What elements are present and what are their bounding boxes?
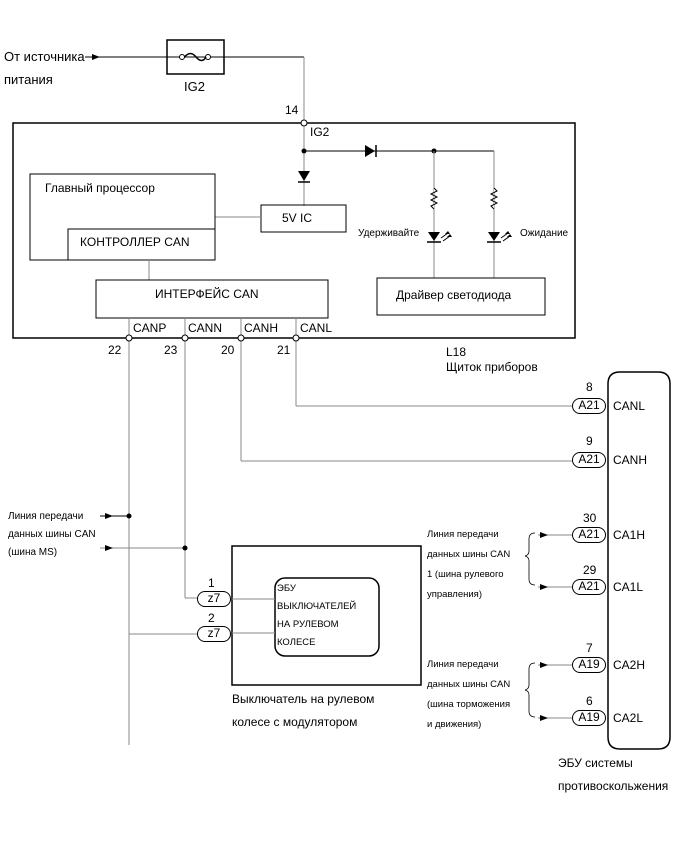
ms-bus-label-2: данных шины CAN: [8, 529, 96, 540]
arrow-icon: [540, 715, 548, 721]
pin-20: [237, 334, 245, 342]
steering-switch-box: [231, 545, 422, 686]
terminal-canp: CANP: [133, 321, 167, 335]
signal-ca1l: CA1L: [613, 580, 644, 594]
bus1-label-3: 1 (шина рулевого: [427, 569, 504, 580]
terminal-cann: CANN: [188, 321, 223, 335]
diode-icon: [365, 145, 375, 157]
can-interface-label: ИНТЕРФЕЙС CAN: [155, 287, 259, 301]
bus2-label-1: Линия передачи: [427, 659, 499, 670]
signal-ca1h: CA1H: [613, 528, 646, 542]
signal-canl: CANL: [613, 399, 646, 413]
bus2-label-4: и движения): [427, 719, 482, 730]
steering-switch-name-2: колесе с модулятором: [232, 715, 358, 729]
signal-ca2l: CA2L: [613, 711, 644, 725]
terminal-canh: CANH: [244, 321, 279, 335]
pin-number-14: 14: [285, 103, 299, 117]
arrow-icon: [105, 545, 113, 551]
arrow-icon: [540, 584, 548, 590]
bus1-label-1: Линия передачи: [427, 529, 499, 540]
pin-22-label: 22: [108, 343, 122, 357]
pin-14: [300, 119, 308, 127]
can-controller-box: [67, 228, 216, 261]
5v-ic-label: 5V IC: [282, 211, 313, 225]
connector-a19-7: A19: [572, 657, 606, 673]
pin-23: [181, 334, 189, 342]
bus2-label-3: (шина торможения: [427, 699, 511, 710]
connector-a21-29: A21: [572, 579, 606, 595]
ms-bus-label-1: Линия передачи: [8, 511, 84, 522]
connector-z7-2: z7: [197, 626, 231, 642]
pin-30-label: 30: [583, 511, 597, 525]
pin-29-label: 29: [583, 563, 597, 577]
skid-control-ecu-box: [607, 371, 671, 750]
connector-a19-6: A19: [572, 710, 606, 726]
led-driver-label: Драйвер светодиода: [396, 288, 512, 302]
z7-pin-2: 2: [208, 611, 215, 625]
arrow-icon: [540, 662, 548, 668]
resistor-icon: [429, 187, 439, 210]
pin-8-label: 8: [586, 380, 593, 394]
z7-pin-1: 1: [208, 576, 215, 590]
bus2-label-2: данных шины CAN: [427, 679, 511, 690]
steering-ecu-label-3: НА РУЛЕВОМ: [277, 619, 339, 630]
combination-meter-box: [12, 122, 576, 339]
skid-ecu-name-1: ЭБУ системы: [558, 756, 633, 770]
pin-21-label: 21: [277, 343, 291, 357]
bus1-label-4: управления): [427, 589, 482, 600]
signal-canh: CANH: [613, 453, 648, 467]
pin-9-label: 9: [586, 434, 593, 448]
fuse-icon: [183, 52, 207, 62]
pin-22: [125, 334, 133, 342]
connector-z7-1: z7: [197, 591, 231, 607]
led-icon: [488, 232, 500, 241]
connector-a21-30: A21: [572, 527, 606, 543]
diode-icon: [298, 171, 310, 181]
steering-switch-name-1: Выключатель на рулевом: [232, 692, 375, 706]
steering-ecu-label-2: ВЫКЛЮЧАТЕЛЕЙ: [277, 601, 357, 612]
arrow-icon: [92, 54, 100, 60]
ms-bus-label-3: (шина MS): [8, 547, 58, 558]
pin-21: [292, 334, 300, 342]
arrow-icon: [540, 532, 548, 538]
pin-23-label: 23: [164, 343, 178, 357]
led-icon: [428, 232, 440, 241]
steering-ecu-label-1: ЭБУ: [277, 583, 296, 594]
meter-code: L18: [446, 345, 467, 359]
main-processor-label: Главный процессор: [45, 181, 155, 195]
led-hold-label: Удерживайте: [358, 228, 420, 239]
connector-a21-9: A21: [572, 452, 606, 468]
can-controller-label: КОНТРОЛЛЕР CAN: [80, 235, 190, 249]
power-source-label: От источника: [4, 49, 85, 64]
pin-6-label: 6: [586, 694, 593, 708]
meter-name: Щиток приборов: [446, 360, 538, 374]
steering-ecu-label-4: КОЛЕСЕ: [277, 637, 316, 648]
fuse-label: IG2: [184, 79, 205, 94]
steering-ecu-box: [274, 577, 380, 657]
pin-label-ig2: IG2: [310, 125, 330, 139]
skid-ecu-name-2: противоскольжения: [558, 779, 669, 793]
fuse-box: [166, 39, 225, 75]
terminal-canl: CANL: [300, 321, 333, 335]
pin-7-label: 7: [586, 641, 593, 655]
led-standby-label: Ожидание: [520, 228, 569, 239]
led-driver-box: [376, 277, 546, 316]
bus1-label-2: данных шины CAN: [427, 549, 511, 560]
5v-ic-box: [260, 204, 347, 233]
resistor-icon: [489, 187, 499, 210]
connector-a21-8: A21: [572, 398, 606, 414]
pin-20-label: 20: [221, 343, 235, 357]
power-source-label-2: питания: [4, 72, 53, 87]
can-interface-box: [95, 279, 329, 319]
arrow-icon: [105, 513, 113, 519]
signal-ca2h: CA2H: [613, 658, 646, 672]
